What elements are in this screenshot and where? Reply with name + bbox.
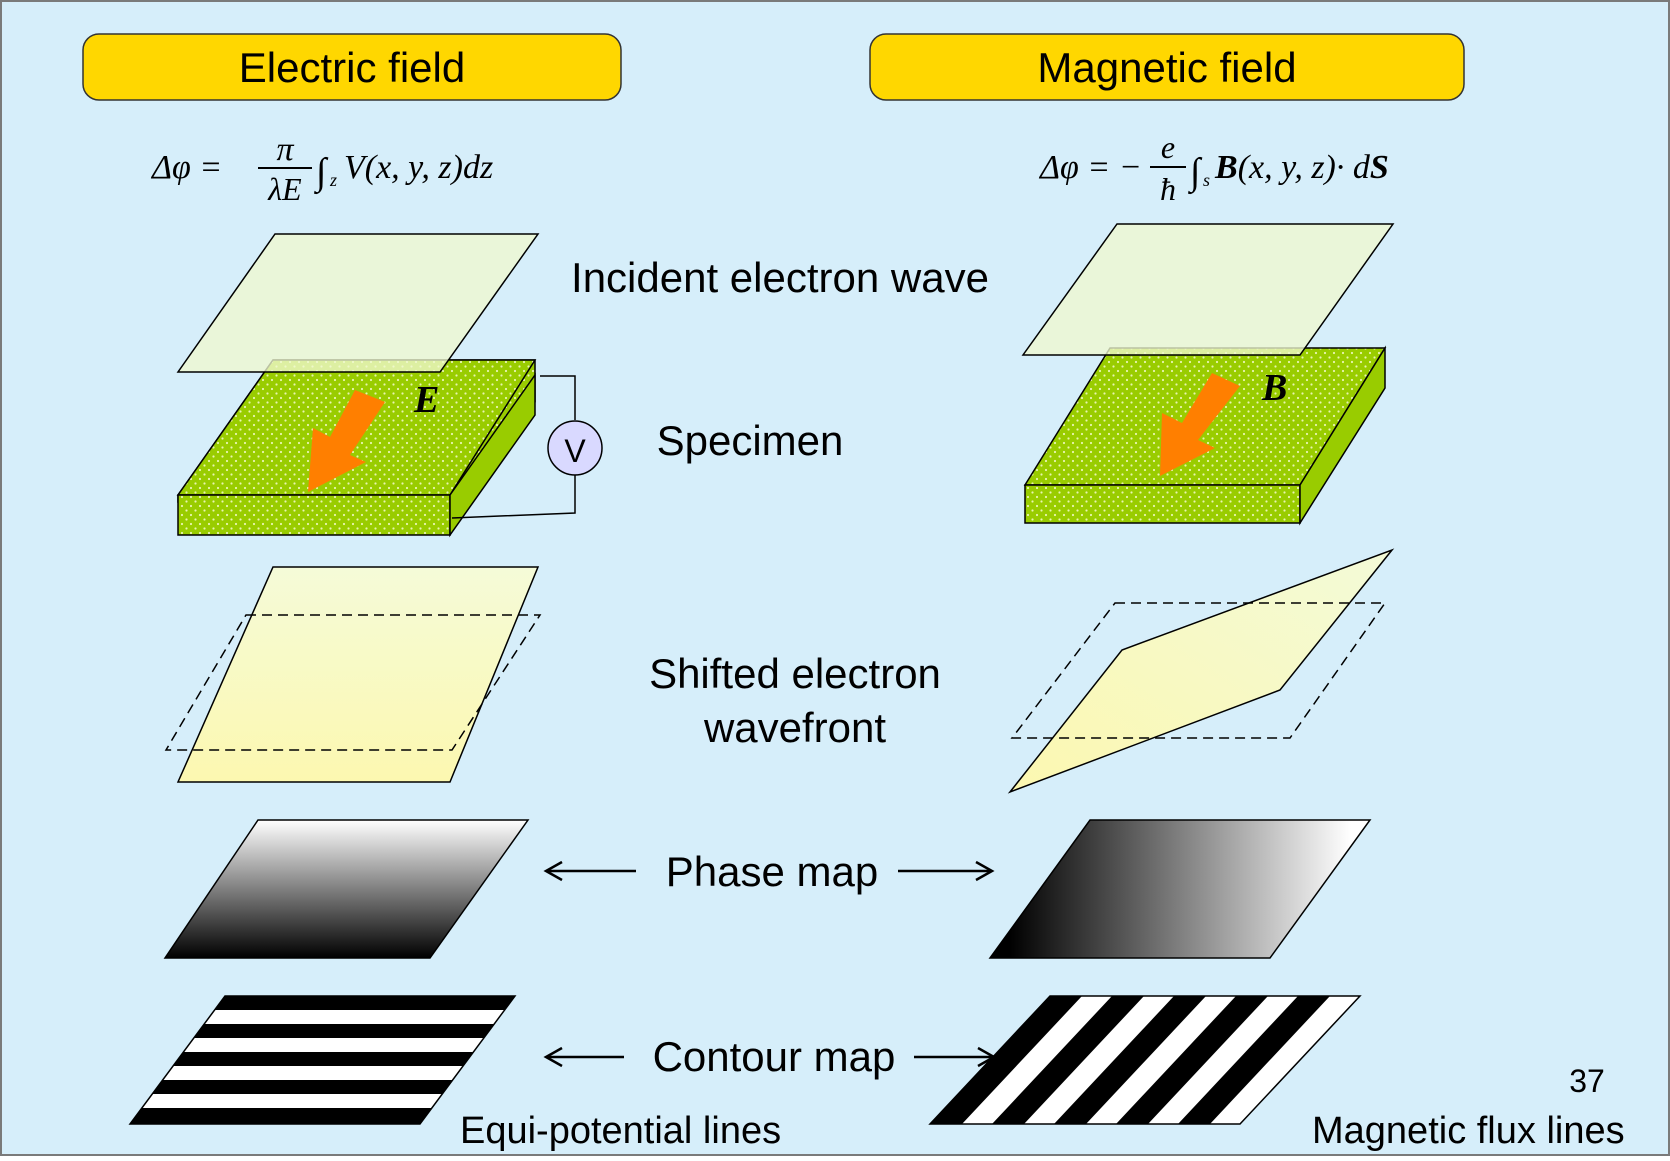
specimen-label: Specimen xyxy=(657,417,844,464)
magnetic-field-arrow xyxy=(1160,373,1240,476)
voltmeter-circuit: V xyxy=(451,375,603,519)
right-arrowhead-icon xyxy=(975,860,995,882)
contour-map-label-group: Contour map xyxy=(543,1033,997,1080)
electric-field-arrow xyxy=(308,390,385,492)
magnetic-contour-map xyxy=(928,995,1362,1125)
integral-sign: ∫ xyxy=(1188,151,1203,195)
phase-map-label: Phase map xyxy=(666,848,878,895)
magnetic-phase-map xyxy=(988,819,1372,959)
contour-map-label: Contour map xyxy=(653,1033,896,1080)
magnetic-flux-lines-caption: Magnetic flux lines xyxy=(1312,1110,1625,1152)
left-arrowhead-icon xyxy=(543,1046,563,1068)
magnetic-field-title: Magnetic field xyxy=(1037,44,1296,91)
magnetic-field-symbol: B xyxy=(1261,367,1287,409)
magnetic-phase-equation: Δφ = − e ħ ∫ s B(x, y, z)· dS xyxy=(1038,129,1389,207)
page-number: 37 xyxy=(1569,1063,1605,1099)
integral-subscript: s xyxy=(1203,170,1210,190)
equation-lhs: Δφ = xyxy=(150,149,222,186)
electric-field-header xyxy=(82,33,622,101)
incident-wave-label: Incident electron wave xyxy=(571,254,989,301)
electric-incident-wave xyxy=(176,233,540,373)
shifted-label-line2: wavefront xyxy=(703,704,886,751)
integral-subscript: z xyxy=(329,170,337,190)
electric-phase-equation: Δφ = π λE ∫ z V(x, y, z)dz xyxy=(150,131,493,207)
equation-integrand: B(x, y, z)· dS xyxy=(1214,149,1389,186)
voltmeter-label: V xyxy=(564,433,586,469)
magnetic-incident-wave xyxy=(1021,223,1395,356)
magnetic-original-wavefront-dashed xyxy=(1010,602,1387,739)
equation-lhs: Δφ = − xyxy=(1038,149,1142,186)
shifted-label-line1: Shifted electron xyxy=(649,650,941,697)
phase-map-label-group: Phase map xyxy=(543,848,995,895)
equipotential-lines-caption: Equi-potential lines xyxy=(460,1110,781,1152)
equation-denominator: ħ xyxy=(1160,171,1176,207)
equation-numerator: π xyxy=(276,131,294,168)
electric-contour-map xyxy=(128,995,517,1125)
voltmeter-icon xyxy=(547,420,603,476)
electric-original-wavefront-dashed xyxy=(164,614,542,751)
equation-integrand: V(x, y, z)dz xyxy=(344,149,493,186)
equation-numerator: e xyxy=(1161,129,1175,165)
equation-denominator: λE xyxy=(267,171,302,207)
integral-sign: ∫ xyxy=(314,151,329,195)
magnetic-shifted-wavefront xyxy=(1007,548,1395,794)
magnetic-field-header xyxy=(869,33,1465,101)
electric-phase-map xyxy=(163,819,530,959)
left-arrowhead-icon xyxy=(543,860,563,882)
electric-field-title: Electric field xyxy=(239,44,465,91)
electric-shifted-wavefront xyxy=(176,566,540,783)
right-arrowhead-icon xyxy=(977,1046,997,1068)
electric-field-symbol: E xyxy=(413,379,439,421)
